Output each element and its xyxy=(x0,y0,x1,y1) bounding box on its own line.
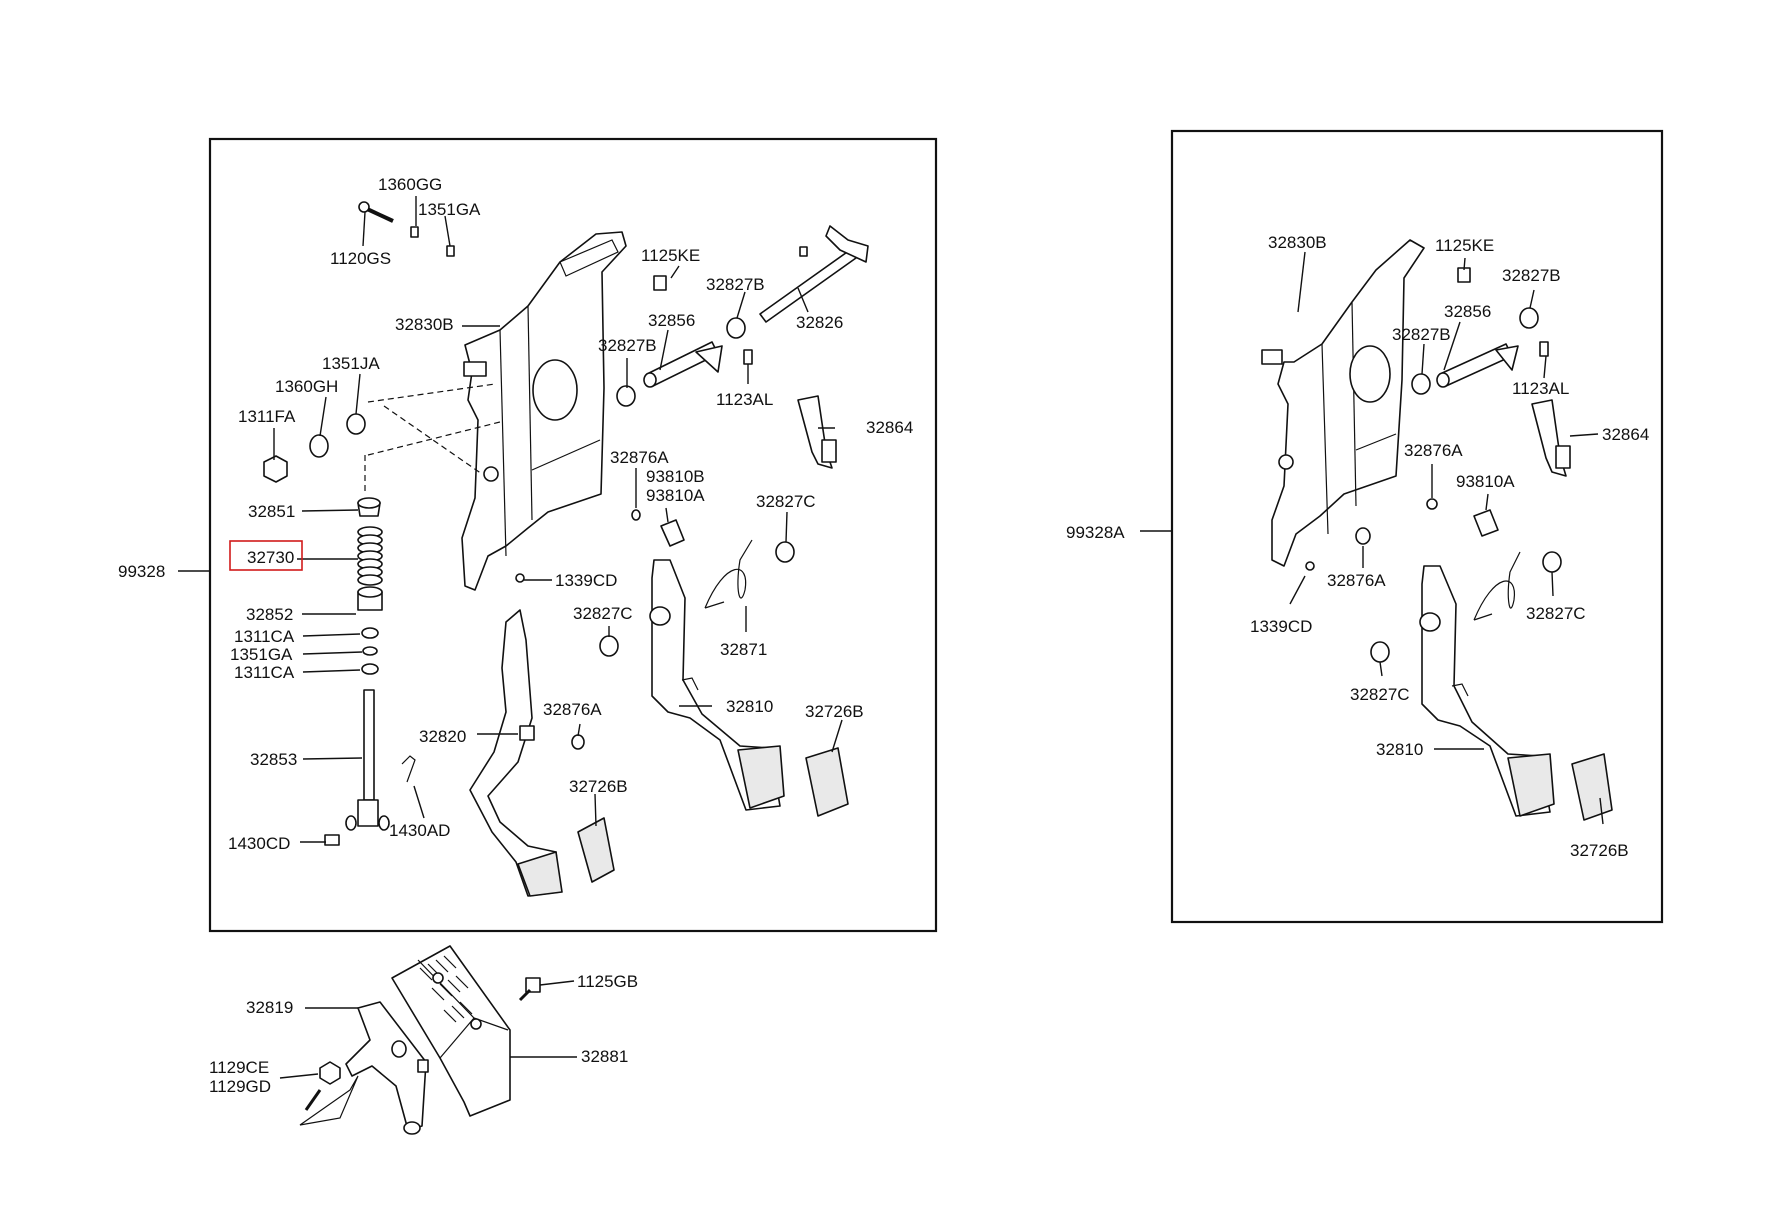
label-1360GG: 1360GG xyxy=(378,175,442,194)
label-32820: 32820 xyxy=(419,727,466,746)
label-1129CE: 1129CE xyxy=(209,1058,269,1077)
label-32827B: 32827B xyxy=(1392,325,1451,344)
label-99328: 99328 xyxy=(118,562,165,581)
label-32864: 32864 xyxy=(866,418,913,437)
label-1123AL: 1123AL xyxy=(1512,379,1569,398)
label-32827C: 32827C xyxy=(1526,604,1586,623)
right-assembly-parts xyxy=(1261,239,1613,821)
leader-lines xyxy=(178,196,1604,1079)
label-32810: 32810 xyxy=(726,697,773,716)
label-32726B: 32726B xyxy=(569,777,628,796)
left-assembly-parts xyxy=(263,201,869,897)
label-32876A: 32876A xyxy=(1404,441,1463,460)
label-32830B: 32830B xyxy=(1268,233,1327,252)
label-1339CD: 1339CD xyxy=(555,571,617,590)
label-32827B: 32827B xyxy=(706,275,765,294)
label-1129GD: 1129GD xyxy=(209,1077,271,1096)
label-1430AD: 1430AD xyxy=(389,821,450,840)
label-32852: 32852 xyxy=(246,605,293,624)
spring-32730-part xyxy=(357,526,383,586)
label-99328A: 99328A xyxy=(1066,523,1125,542)
label-32876A: 32876A xyxy=(543,700,602,719)
label-93810A: 93810A xyxy=(1456,472,1515,491)
label-32853: 32853 xyxy=(250,750,297,769)
label-1311CA: 1311CA xyxy=(234,627,295,646)
label-93810B: 93810B xyxy=(646,467,705,486)
label-93810A: 93810A xyxy=(646,486,705,505)
part-labels: 1360GG 1351GA 1120GS 1125KE 32827B 32856… xyxy=(118,175,1649,1096)
label-32851: 32851 xyxy=(248,502,295,521)
label-32730: 32730 xyxy=(247,548,294,567)
label-32871: 32871 xyxy=(720,640,767,659)
label-1430CD: 1430CD xyxy=(228,834,290,853)
label-1125KE: 1125KE xyxy=(1435,236,1494,255)
label-1311CA: 1311CA xyxy=(234,663,295,682)
label-32827B: 32827B xyxy=(598,336,657,355)
label-1351GA: 1351GA xyxy=(230,645,293,664)
bottom-assembly-parts xyxy=(299,945,541,1135)
label-32881: 32881 xyxy=(581,1047,628,1066)
highlight-box-32730 xyxy=(229,540,303,571)
label-1311FA: 1311FA xyxy=(238,407,296,426)
label-1125KE: 1125KE xyxy=(641,246,700,265)
label-32726B: 32726B xyxy=(1570,841,1629,860)
label-32726B: 32726B xyxy=(805,702,864,721)
label-32827C: 32827C xyxy=(756,492,816,511)
label-32856: 32856 xyxy=(648,311,695,330)
label-32864: 32864 xyxy=(1602,425,1649,444)
label-1351JA: 1351JA xyxy=(322,354,380,373)
label-1125GB: 1125GB xyxy=(577,972,638,991)
label-32856: 32856 xyxy=(1444,302,1491,321)
label-1360GH: 1360GH xyxy=(275,377,338,396)
left-assembly-frame xyxy=(208,137,938,933)
label-32827C: 32827C xyxy=(1350,685,1410,704)
right-assembly-frame xyxy=(1170,129,1664,924)
label-32810: 32810 xyxy=(1376,740,1423,759)
label-1123AL: 1123AL xyxy=(716,390,773,409)
label-32830B: 32830B xyxy=(395,315,454,334)
label-32876A: 32876A xyxy=(610,448,669,467)
label-32819: 32819 xyxy=(246,998,293,1017)
label-1339CD: 1339CD xyxy=(1250,617,1312,636)
label-1120GS: 1120GS xyxy=(330,249,391,268)
label-1351GA: 1351GA xyxy=(418,200,481,219)
label-32827C: 32827C xyxy=(573,604,633,623)
label-32876A: 32876A xyxy=(1327,571,1386,590)
label-32827B: 32827B xyxy=(1502,266,1561,285)
label-32826: 32826 xyxy=(796,313,843,332)
